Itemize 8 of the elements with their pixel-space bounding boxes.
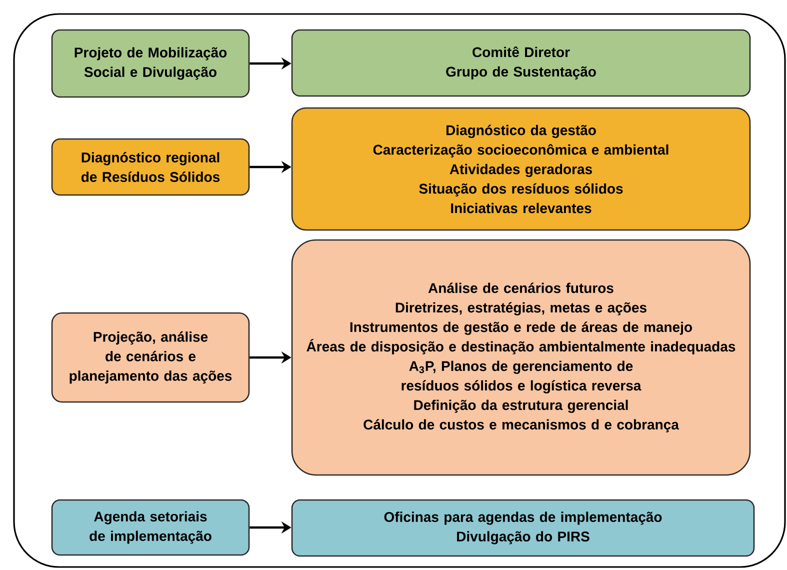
process-box: Oficinas para agendas de implementação Divulgação do PIRS — [291, 499, 755, 557]
process-box: Projeção, análise de cenários e planejamento das ações — [51, 312, 250, 403]
process-box: Agenda setoriais de implementação — [51, 499, 250, 556]
process-box: Diagnóstico da gestão Caracterização socioeconômica e ambiental Atividades geradoras Situação dos resíduos sólidos Iniciativas relevantes — [291, 107, 751, 231]
process-box: Diagnóstico regional de Resíduos Sólidos — [51, 138, 250, 196]
process-box: Análise de cenários futuros Diretrizes, estratégias, metas e ações Instrumentos de gestão e rede de áreas de manejo Áreas de disposição e destinação ambientalmente inadequadas A$_{3}$P, Planos de gerenciamento de resíduos sólidos e logística reversa Definição da estrutura gerencial Cálculo de custos e mecanismos d e cobrança — [291, 239, 751, 476]
process-box: Comitê Diretor Grupo de Sustentação — [291, 29, 751, 97]
process-box: Projeto de Mobilização Social e Divulgação — [51, 29, 250, 98]
